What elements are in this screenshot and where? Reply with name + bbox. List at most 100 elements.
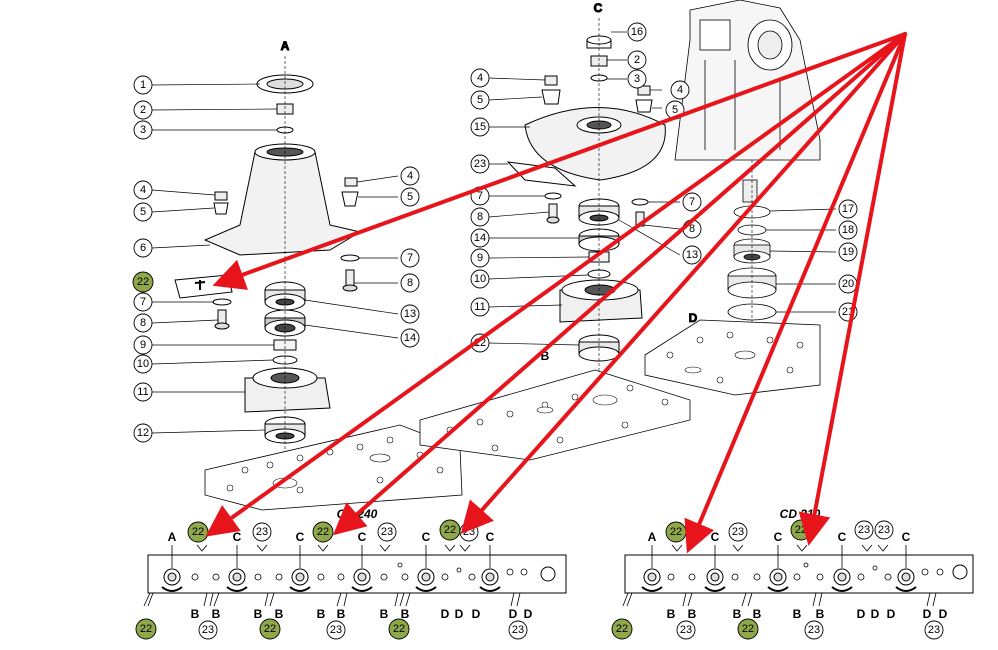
svg-text:1: 1	[140, 79, 146, 91]
svg-text:23: 23	[330, 624, 342, 636]
callout-22-cd210-bottom-1: 22	[611, 618, 633, 640]
callout-6: 6	[133, 238, 153, 258]
callout-2-mid: 2	[627, 50, 647, 70]
callout-10: 10	[133, 354, 153, 374]
callout-11-mid: 11	[470, 297, 490, 317]
label-d-cd210-4: D	[923, 607, 932, 621]
callout-23-cd210-top-3: 23	[874, 520, 894, 540]
svg-text:13: 13	[404, 308, 416, 320]
label-d-cd210-5: D	[939, 607, 948, 621]
svg-text:8: 8	[477, 211, 483, 223]
label-d-cd240-1: D	[441, 607, 450, 621]
svg-text:23: 23	[858, 524, 870, 536]
label-b-cd210-4: B	[753, 607, 762, 621]
label-b-cd240-8: B	[401, 607, 410, 621]
svg-text:7: 7	[477, 190, 483, 202]
callout-15: 15	[470, 117, 490, 137]
callout-18: 18	[838, 220, 858, 240]
callout-5-mid: 5	[470, 90, 490, 110]
svg-text:23: 23	[474, 158, 486, 170]
label-d-cd240-2: D	[455, 607, 464, 621]
svg-text:20: 20	[842, 278, 854, 290]
callout-20: 20	[838, 274, 858, 294]
label-d-cd210-1: D	[857, 607, 866, 621]
label-d-cd210-3: D	[887, 607, 896, 621]
svg-text:23: 23	[732, 526, 744, 538]
callout-16: 16	[627, 22, 647, 42]
svg-text:22: 22	[137, 276, 149, 288]
label-b-cd210-1: B	[667, 607, 676, 621]
svg-text:17: 17	[842, 203, 854, 215]
svg-text:7: 7	[689, 196, 695, 208]
callout-8-right: 8	[400, 273, 420, 293]
svg-text:23: 23	[680, 624, 692, 636]
cd240-letter-labels: A C C C C C B B B B B B B B D D D D D	[168, 530, 533, 621]
svg-text:5: 5	[672, 104, 678, 116]
callout-19: 19	[838, 242, 858, 262]
svg-text:6: 6	[140, 242, 146, 254]
callout-22-cd240-top-3: 22	[439, 519, 461, 541]
callout-13: 13	[400, 304, 420, 324]
svg-text:22: 22	[616, 623, 628, 635]
svg-text:19: 19	[842, 246, 854, 258]
svg-text:8: 8	[407, 277, 413, 289]
callout-3: 3	[133, 120, 153, 140]
label-a-cd210: A	[648, 530, 657, 544]
svg-text:14: 14	[404, 332, 416, 344]
red-arrow-to-cd240-1	[205, 32, 907, 537]
callout-1: 1	[133, 75, 153, 95]
callout-22-cd240-bottom-2: 22	[259, 618, 281, 640]
label-d-cd210-2: D	[871, 607, 880, 621]
svg-text:11: 11	[474, 301, 485, 313]
callout-22-cd240-bottom-3: 22	[388, 618, 410, 640]
svg-text:8: 8	[689, 223, 695, 235]
svg-text:22: 22	[795, 524, 807, 536]
svg-text:23: 23	[381, 526, 393, 538]
svg-text:13: 13	[686, 249, 698, 261]
label-b-cd240-5: B	[317, 607, 326, 621]
callout-23-cd240-bottom-2: 23	[326, 620, 346, 640]
svg-text:9: 9	[477, 252, 483, 264]
svg-text:4: 4	[477, 72, 483, 84]
callout-22-cd210-top-2: 22	[790, 519, 812, 541]
callout-11: 11	[133, 382, 153, 402]
svg-text:7: 7	[407, 252, 413, 264]
assembly-c: C	[419, 1, 691, 461]
callout-8: 8	[133, 313, 153, 333]
svg-text:10: 10	[137, 358, 149, 370]
callout-23-cd210-bottom-2: 23	[804, 620, 824, 640]
label-b-cd210-2: B	[688, 607, 697, 621]
red-arrow-to-cd210-2	[798, 32, 907, 546]
callout-2: 2	[133, 100, 153, 120]
label-c-cd210-4: C	[902, 530, 911, 544]
red-arrow-to-cd240-3	[460, 32, 907, 534]
svg-text:14: 14	[474, 232, 486, 244]
callout-23-cd210-top-1: 23	[728, 522, 748, 542]
callout-7-right: 7	[400, 248, 420, 268]
svg-text:23: 23	[256, 526, 268, 538]
assembly-label-c-top: C	[594, 1, 603, 15]
callout-5: 5	[133, 202, 153, 222]
svg-text:4: 4	[140, 184, 146, 196]
callout-22-cd240-top-2: 22	[312, 521, 334, 543]
callout-22-cd210-top-1: 22	[665, 521, 687, 543]
label-c-cd210-1: C	[711, 530, 720, 544]
svg-text:23: 23	[512, 624, 524, 636]
callout-8-mid: 8	[470, 207, 490, 227]
cd210-letter-labels: A C C C C B B B B B B D D D D D	[648, 530, 948, 621]
callout-23-cd210-bottom-1: 23	[676, 620, 696, 640]
callout-3-mid: 3	[627, 69, 647, 89]
svg-text:18: 18	[842, 224, 854, 236]
label-b-cd240-3: B	[254, 607, 263, 621]
svg-text:4: 4	[407, 170, 413, 182]
label-b-cd240-7: B	[380, 607, 389, 621]
svg-text:10: 10	[474, 273, 486, 285]
label-c-cd210-2: C	[774, 530, 783, 544]
callout-12: 12	[133, 423, 153, 443]
svg-text:16: 16	[631, 26, 643, 38]
callout-22-highlight: 22	[132, 271, 154, 293]
cutterbar-cd210: CD 210	[622, 507, 974, 607]
label-c-cd240-1: C	[233, 530, 242, 544]
